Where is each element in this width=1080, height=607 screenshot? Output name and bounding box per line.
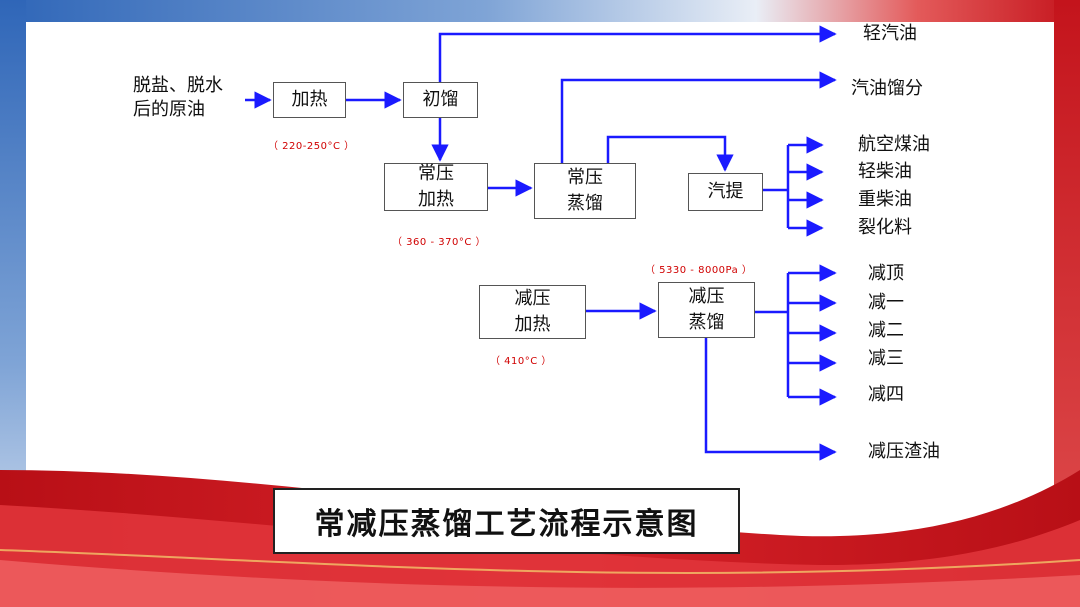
output-cracking-feed: 裂化料 — [858, 217, 912, 238]
output-vac-3: 减三 — [868, 348, 904, 369]
vac-distill-condition: （ 5330 - 8000Pa ） — [645, 265, 753, 276]
output-light-gasoline: 轻汽油 — [863, 23, 917, 44]
output-light-diesel: 轻柴油 — [858, 161, 912, 182]
arrow-initial-to-light-gasoline — [438, 25, 837, 82]
output-heavy-diesel: 重柴油 — [858, 189, 912, 210]
arrow-atm-to-stripping — [606, 135, 734, 172]
atm-distill-box: 常压 蒸馏 — [534, 163, 636, 219]
vac-heat-condition: （ 410°C ） — [490, 356, 552, 367]
atm-heat-box: 常压 加热 — [384, 163, 488, 211]
heat-condition: （ 220-250°C ） — [268, 141, 355, 152]
heat-box: 加热 — [273, 82, 346, 118]
atm-heat-condition: （ 360 - 370°C ） — [392, 237, 486, 248]
output-vac-2: 减二 — [868, 320, 904, 341]
stripping-box: 汽提 — [688, 173, 763, 211]
output-jet-fuel: 航空煤油 — [858, 134, 930, 155]
output-vac-top: 减顶 — [868, 263, 904, 284]
initial-distill-box: 初馏 — [403, 82, 478, 118]
output-vac-1: 减一 — [868, 292, 904, 313]
feed-label: 脱盐、脱水 后的原油 — [133, 75, 223, 120]
output-gasoline-fraction: 汽油馏分 — [851, 78, 923, 99]
vac-distill-box: 减压 蒸馏 — [658, 282, 755, 338]
output-vac-4: 减四 — [868, 384, 904, 405]
diagram-title: 常减压蒸馏工艺流程示意图 — [273, 488, 740, 554]
arrow-to-vac-residue — [704, 338, 837, 461]
arrow-atm-to-gasoline-fraction — [560, 71, 837, 165]
vac-heat-box: 减压 加热 — [479, 285, 586, 339]
output-vac-residue: 减压渣油 — [868, 441, 940, 462]
